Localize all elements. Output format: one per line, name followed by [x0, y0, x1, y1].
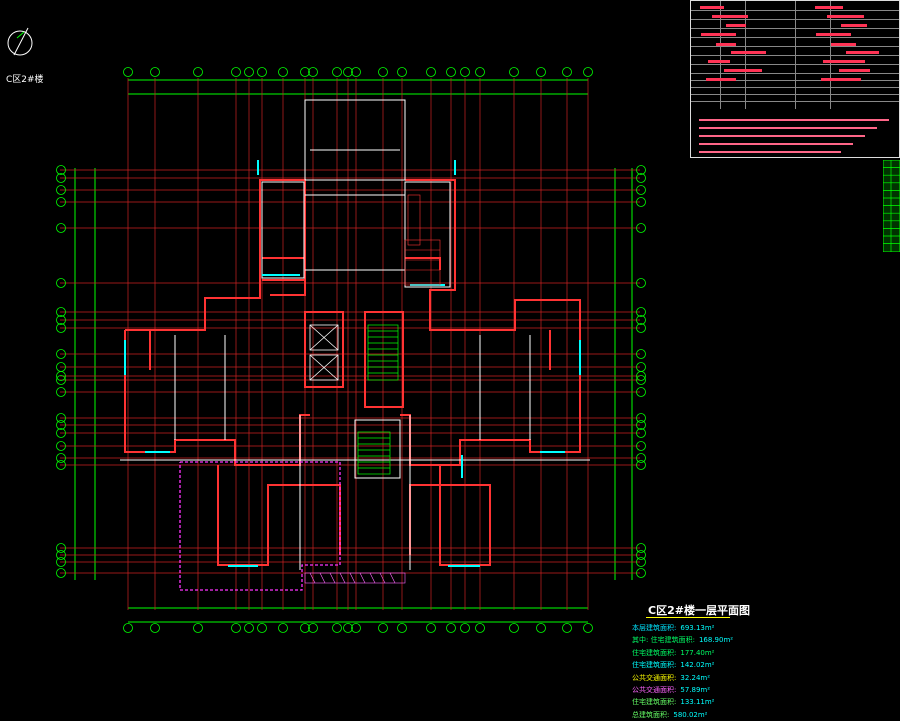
table-mark	[731, 51, 766, 54]
table-col-line	[830, 1, 832, 109]
table-note-line	[699, 119, 889, 121]
area-row: 其中: 住宅建筑面积:168.90m²	[632, 636, 734, 645]
building-label: C区2#楼	[6, 75, 44, 85]
table-mark	[821, 78, 861, 81]
area-row: 公共交通面积:57.89m²	[632, 686, 711, 695]
area-row: 住宅建筑面积:133.11m²	[632, 698, 715, 707]
table-note-line	[699, 135, 865, 137]
axis-bubble-icon	[123, 623, 593, 633]
table-mark	[700, 6, 724, 9]
layer-list	[883, 160, 900, 252]
floor-plan-canvas	[7, 27, 646, 633]
magenta-boundary	[179, 461, 341, 591]
area-row: 住宅建筑面积:142.02m²	[632, 661, 715, 670]
table-mark	[706, 78, 736, 81]
table-mark	[708, 60, 730, 63]
horizontal-axis-grid	[60, 169, 640, 574]
table-col-line	[745, 1, 747, 109]
table-col-line	[795, 1, 796, 109]
axis-bubble-icon	[56, 165, 66, 578]
area-row: 总建筑面积:580.02m²	[632, 710, 708, 719]
elevator-icon	[309, 324, 339, 381]
table-mark	[827, 15, 864, 18]
table-mark	[724, 69, 762, 72]
table-mark	[846, 51, 879, 54]
table-col-line	[720, 1, 722, 109]
window-icon	[124, 160, 581, 567]
interior-lines	[120, 99, 590, 570]
vertical-axis-grid	[127, 78, 589, 610]
drawing-title: C区2#楼一层平面图	[648, 604, 750, 617]
title-underline	[646, 617, 730, 618]
table-mark	[712, 15, 748, 18]
table-mark	[823, 60, 865, 63]
table-mark	[839, 69, 870, 72]
area-row: 本层建筑面积:693.13m²	[632, 624, 715, 632]
balcony-hatch	[304, 572, 406, 584]
area-row: 住宅建筑面积:177.40m²	[632, 648, 715, 657]
table-mark	[716, 43, 736, 46]
dimension-lines	[74, 79, 633, 623]
legend-table	[690, 0, 900, 158]
table-mark	[815, 6, 843, 9]
kitchen-hatch	[404, 194, 441, 286]
building-walls	[124, 179, 581, 566]
table-mark	[816, 33, 851, 36]
axis-bubble-icon	[123, 67, 593, 77]
table-note-line	[699, 151, 841, 153]
area-list: 本层建筑面积:693.13m² 其中: 住宅建筑面积:168.90m² 住宅建筑…	[632, 622, 832, 721]
table-note-line	[699, 127, 877, 129]
axis-bubble-icon	[636, 165, 646, 578]
table-note-line	[699, 143, 853, 145]
table-mark	[701, 33, 736, 36]
stair-icon	[357, 324, 399, 475]
table-mark	[841, 24, 867, 27]
north-arrow-icon	[7, 27, 33, 56]
area-row: 公共交通面积:32.24m²	[632, 673, 711, 682]
table-mark	[726, 24, 746, 27]
table-mark	[831, 43, 856, 46]
